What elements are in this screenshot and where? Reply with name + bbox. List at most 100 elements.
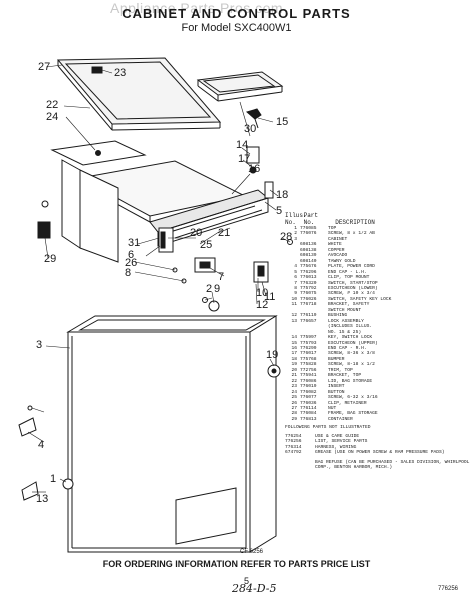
illus-header: Illus. No. — [285, 212, 307, 226]
callout-number: 31 — [128, 237, 140, 249]
part-description: CABINET — [328, 236, 348, 242]
part-number: 775997 — [300, 335, 317, 341]
callout-number: 8 — [125, 267, 131, 279]
illus-number: 25 — [291, 395, 297, 401]
part-number: 776082 — [300, 389, 317, 395]
part-description: END CAP - R.H. — [328, 345, 367, 351]
reference-number: 5 — [244, 576, 250, 586]
callout-number: 30 — [244, 123, 256, 135]
part-description: SCREW, # 10 x 3/4 — [328, 291, 375, 297]
part-description: COPPER — [328, 247, 345, 253]
part-description: BRACKET, TOP — [328, 373, 362, 379]
part-description: ESCUTCHEON (UPPER) — [328, 340, 378, 346]
part-number: 775941 — [300, 373, 317, 379]
callout-number: 17 — [238, 153, 250, 165]
illus-number: 24 — [291, 389, 297, 395]
callout-number: 22 — [46, 99, 58, 111]
illus-number: 20 — [291, 367, 297, 373]
illus-number: 19 — [291, 362, 297, 368]
illus-number: 11 — [291, 302, 297, 308]
callout-number: 3 — [36, 339, 42, 351]
cabinet — [66, 315, 278, 553]
bag-refuse-note: BAG REFUSE (CAN BE PURCHASED - SALES DIV… — [315, 459, 470, 471]
part-description: LIST, SERVICE PARTS — [315, 439, 368, 445]
part-description: SWITCH, SAFETY KEY LOCK — [328, 296, 392, 302]
model-subtitle: For Model SXC400W1 — [181, 22, 292, 34]
part-number: 608136 — [300, 242, 317, 248]
part-number: 775793 — [300, 340, 317, 346]
part-description: SCREW, 8 x 1/2 AB — [328, 231, 375, 237]
part-description: NO. 15 & 25) — [328, 329, 362, 335]
part-number: 776017 — [300, 351, 317, 357]
part-description: CONTAINER — [328, 416, 353, 422]
illus-number: 6 — [294, 275, 297, 281]
illus-number: 18 — [291, 356, 297, 362]
callout-number: 13 — [36, 493, 48, 505]
callout-number: 24 — [46, 111, 58, 123]
part-number: 776086 — [300, 378, 317, 384]
illus-number: 14 — [291, 335, 297, 341]
part-number: 608139 — [300, 253, 317, 259]
part-description: CLIP, RETAINER — [328, 400, 367, 406]
part-description: SCREW, 8-18 x 1/2 — [328, 362, 375, 368]
illus-number: 1 — [294, 226, 297, 231]
callout-number: 20 — [190, 227, 202, 239]
illus-number: 3 — [294, 236, 297, 242]
callout-number: 23 — [114, 67, 126, 79]
illus-number: 5 — [294, 269, 297, 275]
part-number: 776256 — [285, 439, 302, 445]
parts-list-header: Illus. No. Part No. DESCRIPTION — [285, 212, 471, 226]
callout-number: 15 — [276, 116, 288, 128]
part-number: 776657 — [300, 318, 317, 324]
callout-number: 7 — [218, 271, 224, 283]
not-illustrated-row: 776256 LIST, SERVICE PARTS — [285, 439, 471, 444]
part-number: 776085 — [300, 226, 317, 231]
part-description: LID, BAG STORAGE — [328, 378, 373, 384]
part-number: 772756 — [300, 367, 317, 373]
part-description: CLIP, TOP MOUNT — [328, 275, 370, 281]
watermark: Appliance Parts Pros.com — [110, 0, 284, 16]
illus-number: 16 — [291, 345, 297, 351]
part-description: SCREW, 6-32 x 3/16 — [328, 395, 378, 401]
callout-number: 2 — [206, 283, 212, 295]
part-description: TRIM, TOP — [328, 367, 353, 373]
part-number: 776077 — [300, 395, 317, 401]
illus-number: 26 — [291, 400, 297, 406]
part-description: KEY, SWITCH LOCK — [328, 335, 373, 341]
part-description: LOCK ASSEMBLY — [328, 318, 364, 324]
callout-number: 5 — [276, 205, 282, 217]
part-description: BUTTON — [328, 389, 345, 395]
illus-number: 29 — [291, 416, 297, 422]
part-description: FRAME, BAG STORAGE — [328, 411, 378, 417]
part-number: 776075 — [300, 291, 317, 297]
not-illustrated-header: FOLLOWING PARTS NOT ILLUSTRATED — [285, 425, 371, 431]
illus-number: 2 — [294, 231, 297, 237]
illus-number: 10 — [291, 296, 297, 302]
part-description: WHITE — [328, 242, 342, 248]
illus-number: 28 — [291, 411, 297, 417]
part-number: 775792 — [300, 285, 317, 291]
page-title: CABINET AND CONTROL PARTS — [122, 6, 351, 21]
part-number: 776019 — [300, 384, 317, 390]
part-number: 776296 — [300, 269, 317, 275]
part-description: END CAP - L.H. — [328, 269, 367, 275]
page-code: 776256 — [438, 586, 459, 592]
